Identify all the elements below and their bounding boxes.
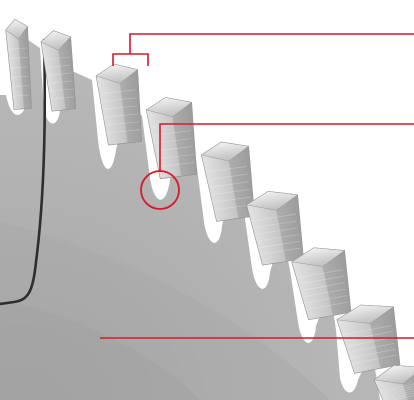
carbide-tooth — [95, 62, 145, 146]
carbide-tooth — [5, 18, 33, 109]
carbide-tooth — [145, 94, 200, 179]
carbide-tooth — [245, 187, 308, 266]
gullet-callout-line — [160, 124, 414, 172]
tooth-callout-line — [113, 34, 414, 66]
